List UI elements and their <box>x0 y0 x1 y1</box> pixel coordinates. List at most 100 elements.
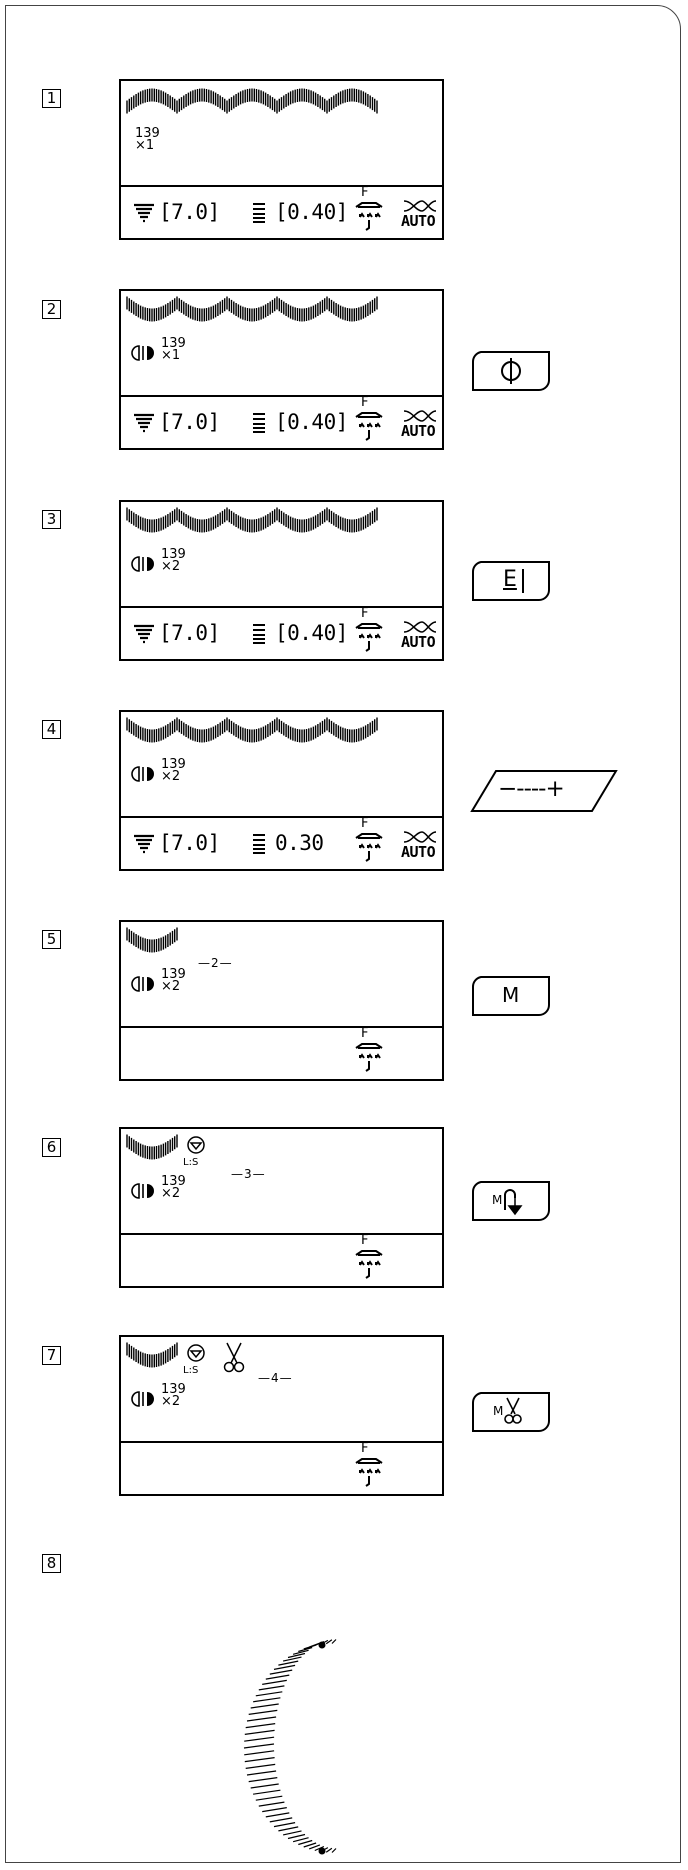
button-outline <box>471 1392 550 1432</box>
mirror-indicator-icon <box>131 976 154 992</box>
stitch-scallop <box>126 296 378 322</box>
button-outline <box>471 976 550 1016</box>
memory-thread-cut-button[interactable]: M <box>471 1391 551 1433</box>
presser-foot-icon <box>355 623 383 652</box>
stitch-width-icon <box>134 624 154 644</box>
auto-tension-label: AUTO <box>401 843 436 861</box>
lcd-divider <box>121 185 442 187</box>
memory-button[interactable]: M <box>471 975 551 1017</box>
stitch-length-value: [0.40] <box>275 410 348 434</box>
presser-foot-icon <box>355 1250 383 1279</box>
stitch-length-icon <box>253 624 265 644</box>
presser-foot-letter: F <box>361 1441 369 1456</box>
lock-arrow-icon <box>504 1189 523 1216</box>
mirror-indicator-icon <box>131 1183 154 1199</box>
pattern-number-value: 139 <box>161 967 186 982</box>
stitch-width-icon <box>134 413 154 433</box>
stitch-pattern-preview <box>126 507 378 533</box>
lcd-divider <box>121 395 442 397</box>
presser-foot-icon <box>355 1043 383 1072</box>
presser-foot-letter: F <box>361 1026 369 1041</box>
repeat-count: ×2 <box>161 1186 181 1201</box>
button-outline <box>471 561 550 601</box>
stitch-width-value: [7.0] <box>159 200 220 224</box>
repeat-count: ×1 <box>161 348 181 363</box>
auto-tension-label: AUTO <box>401 422 436 440</box>
pattern-number-value: 139 <box>161 547 186 562</box>
pattern-number: 139 ×2 <box>161 1174 186 1201</box>
auto-tension-label: AUTO <box>401 633 436 651</box>
pattern-number: 139 ×2 <box>161 547 186 573</box>
curved-stitch-illustration <box>243 1639 337 1855</box>
memory-thread-cut-icon: M <box>493 1404 504 1418</box>
step-number-4: 4 <box>42 720 61 739</box>
thread-tension-icon <box>403 410 437 422</box>
pattern-number-value: 139 <box>161 336 186 351</box>
length-adjust-icon: −----+ <box>498 776 565 802</box>
stitch-length-icon <box>253 834 265 854</box>
stitch-scallop <box>126 1134 178 1160</box>
button-scissors-icon <box>504 1397 522 1424</box>
stitch-scallop <box>126 507 378 533</box>
scissors-icon <box>223 1342 245 1373</box>
stitch-pattern-preview <box>126 1134 178 1160</box>
lock-stitch-icon <box>187 1344 205 1362</box>
presser-foot-letter: F <box>361 606 369 621</box>
lock-stitch-label: L:S <box>183 1365 199 1376</box>
lcd-screen-step-6: L:S —3— 139 ×2 F <box>119 1127 444 1288</box>
pattern-number: 139 ×1 <box>161 336 186 363</box>
step-number-5: 5 <box>42 930 61 949</box>
lock-stitch-icon <box>187 1136 205 1154</box>
lcd-divider <box>121 1026 442 1028</box>
step-number-2: 2 <box>42 300 61 319</box>
stitch-length-icon <box>253 413 265 433</box>
length-adjust-key[interactable]: −----+ <box>468 768 620 814</box>
pattern-number-value: 139 <box>135 126 160 141</box>
step-number-8: 8 <box>42 1554 61 1573</box>
repeat-count: ×2 <box>161 979 181 994</box>
lcd-screen-step-4: 139 ×2 [7.0] 0.30 F AUTO <box>119 710 444 871</box>
presser-foot-letter: F <box>361 395 369 410</box>
stitch-pattern-preview <box>126 88 378 114</box>
thread-tension-icon <box>403 200 437 212</box>
stitch-width-value: [7.0] <box>159 621 220 645</box>
stitch-pattern-preview <box>126 296 378 322</box>
memory-count: —2— <box>198 956 233 970</box>
pattern-number: 139 ×2 <box>161 758 186 784</box>
lcd-screen-step-7: L:S —4— 139 ×2 F <box>119 1335 444 1496</box>
button-outline <box>470 770 618 812</box>
button-outline <box>471 1181 550 1221</box>
lcd-divider <box>121 1233 442 1235</box>
presser-foot-icon <box>355 1458 383 1487</box>
stitch-length-value: [0.40] <box>275 621 348 645</box>
lcd-divider <box>121 606 442 608</box>
stitch-scallop <box>126 88 378 114</box>
pattern-number: 139 ×2 <box>161 967 186 994</box>
stitch-length-value: [0.40] <box>275 200 348 224</box>
stitch-pattern-preview <box>126 927 178 953</box>
pattern-number: 139 ×2 <box>161 1383 186 1408</box>
step-number-1: 1 <box>42 89 61 108</box>
stitch-scallop <box>126 717 378 743</box>
elongation-button[interactable]: E <box>471 560 551 602</box>
mirror-indicator-icon <box>131 345 154 361</box>
step-number-6: 6 <box>42 1138 61 1157</box>
pattern-number-value: 139 <box>161 1174 186 1189</box>
repeat-count: ×2 <box>161 769 181 784</box>
memory-lock-stitch-button[interactable]: M <box>471 1180 551 1222</box>
presser-foot-icon <box>355 412 383 441</box>
stitch-width-value: [7.0] <box>159 831 220 855</box>
stitch-scallop <box>126 1342 178 1368</box>
lcd-divider <box>121 816 442 818</box>
stitch-pattern-preview <box>126 717 378 743</box>
memory-icon: M <box>502 983 520 1007</box>
repeat-count: ×1 <box>135 138 155 153</box>
stitch-width-icon <box>134 203 154 223</box>
step-number-3: 3 <box>42 510 61 529</box>
mirror-indicator-icon <box>131 1391 154 1407</box>
memory-count: —4— <box>258 1371 293 1385</box>
lcd-divider <box>121 1441 442 1443</box>
stitch-length-icon <box>253 203 265 223</box>
mirror-image-button[interactable] <box>471 350 551 392</box>
thread-tension-icon <box>403 831 437 843</box>
